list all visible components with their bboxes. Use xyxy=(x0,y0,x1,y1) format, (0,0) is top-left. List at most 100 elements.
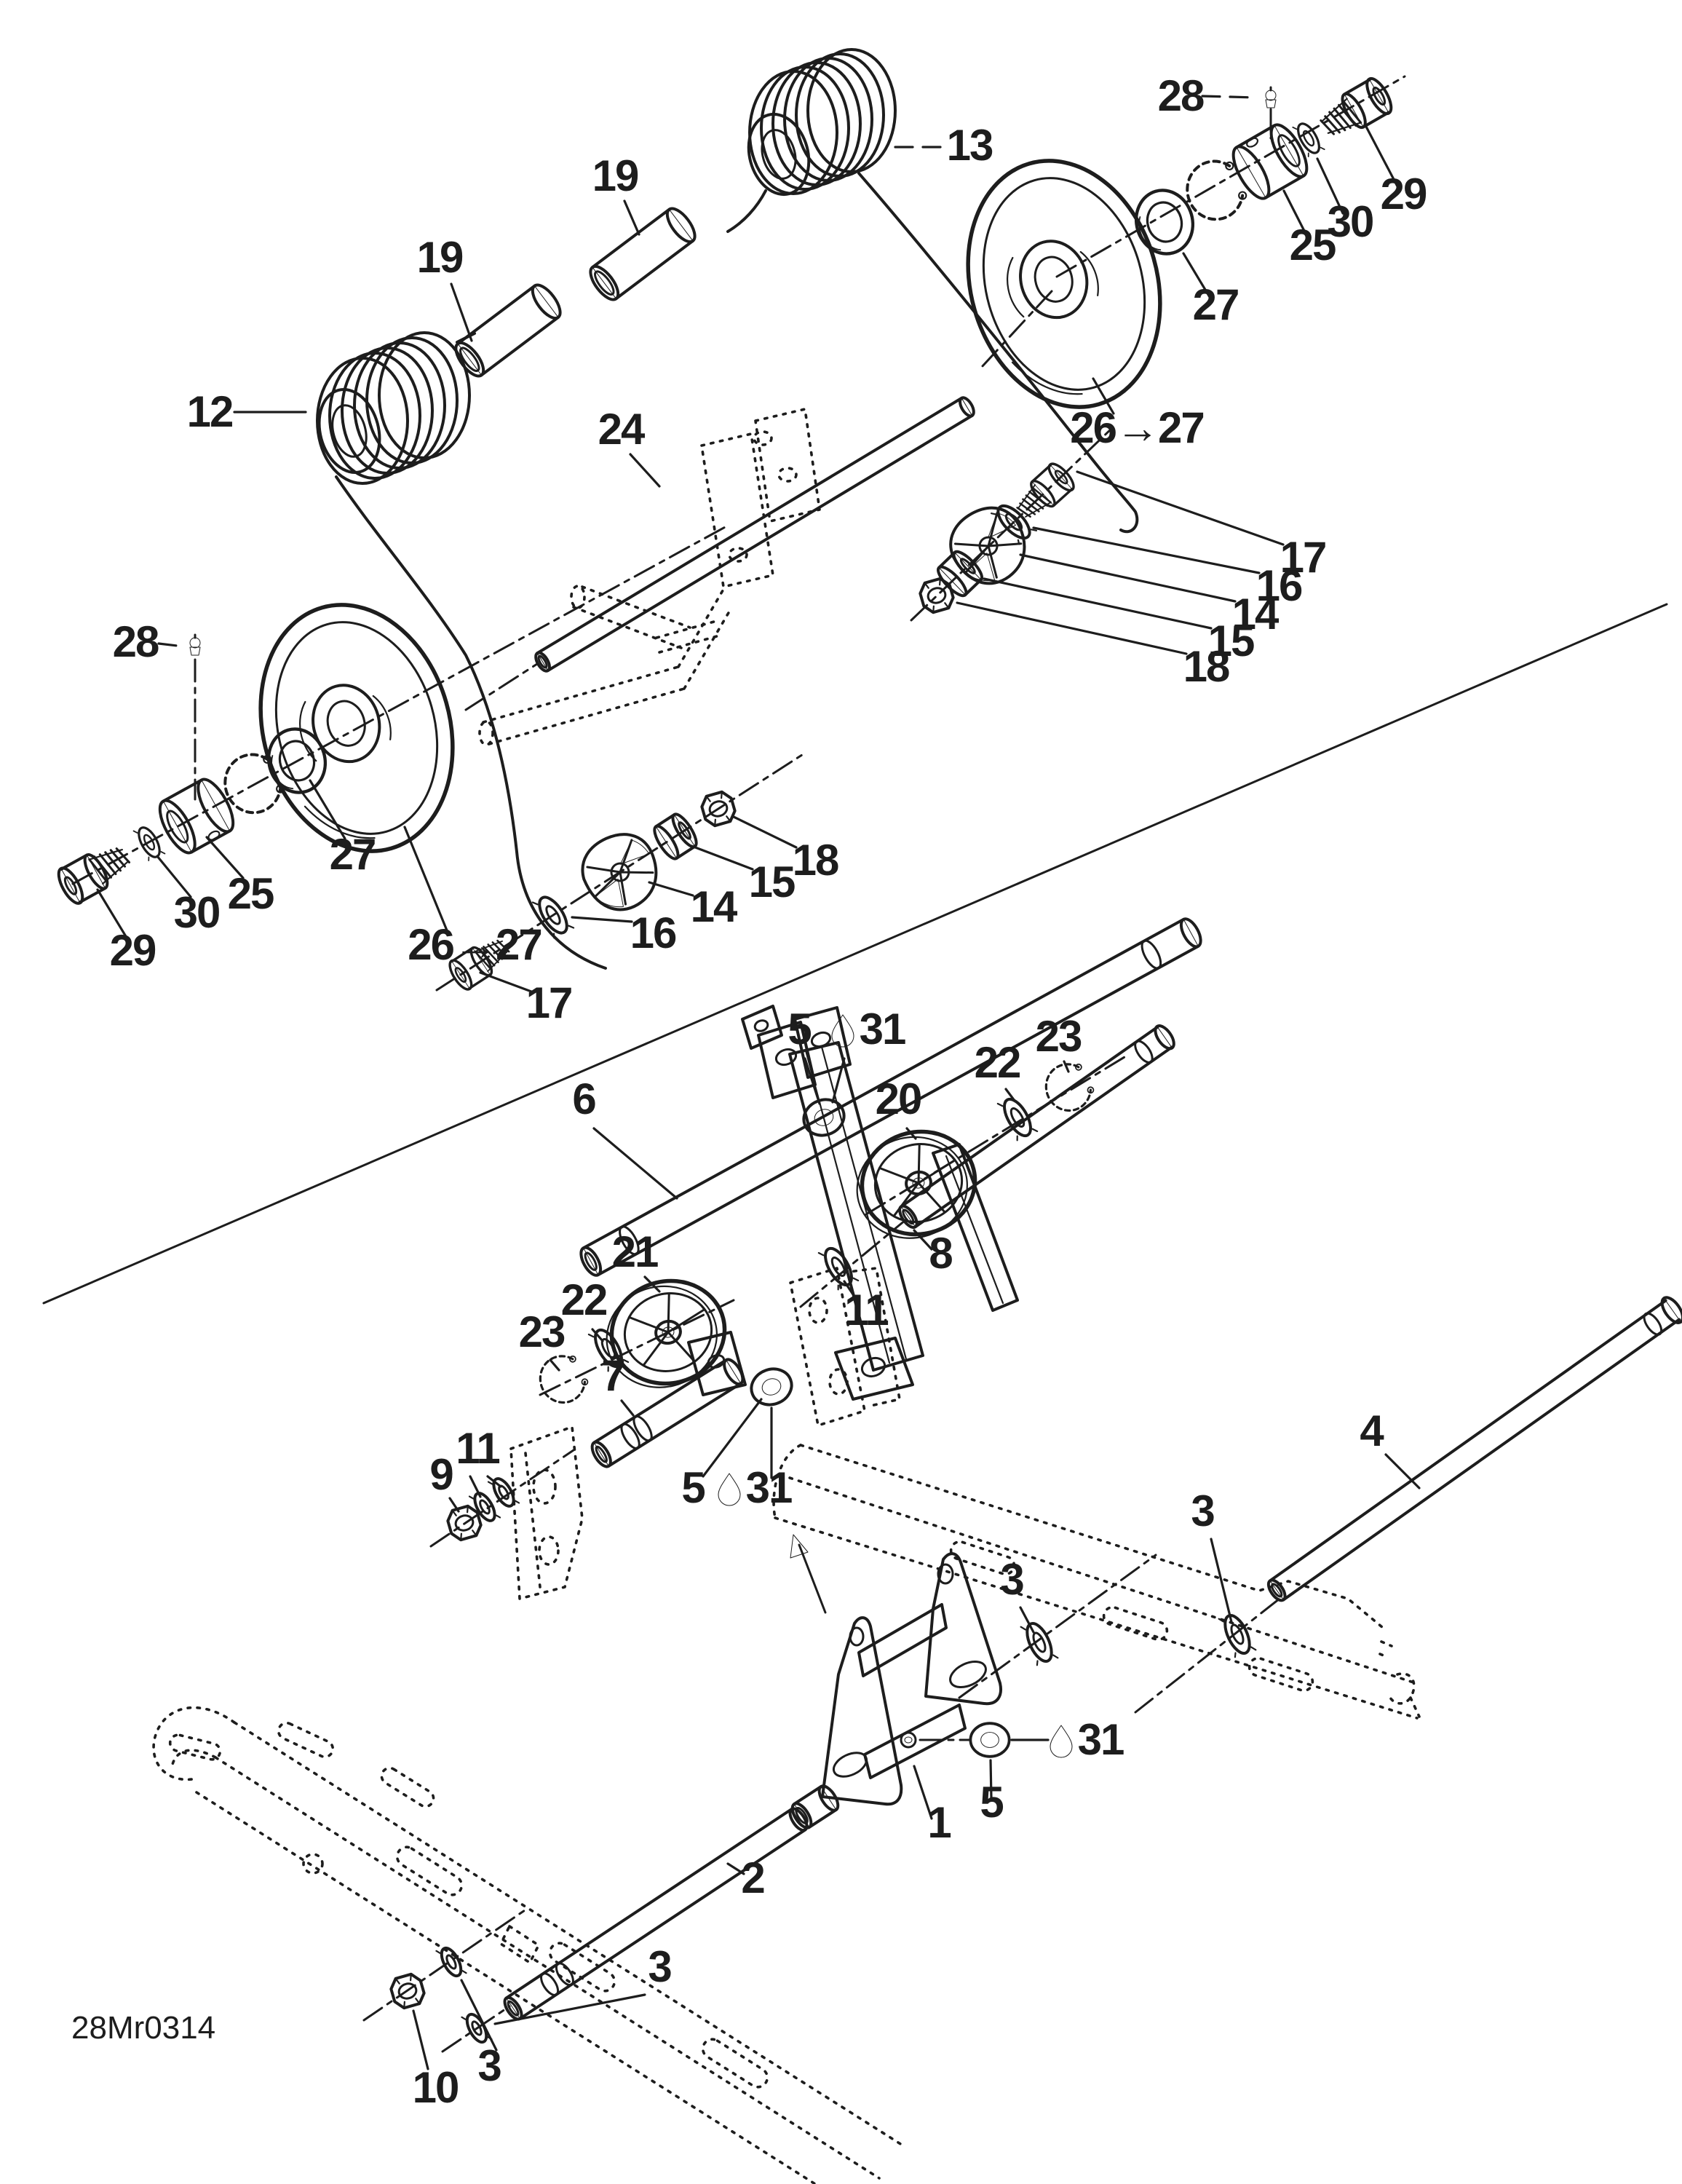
callout-15: 15 xyxy=(690,844,796,906)
front-arm-bracket xyxy=(790,1552,1002,1829)
callout-1: 1 xyxy=(913,1765,952,1847)
callout-29: 29 xyxy=(96,888,157,975)
callout-leader-line xyxy=(629,453,661,488)
part-number-label: 20 xyxy=(876,1075,921,1123)
part-number-label: 26→27 xyxy=(1070,403,1203,452)
part-number-label: 25 xyxy=(228,869,274,918)
part-number-label: 5 xyxy=(980,1778,1003,1827)
part-number-label: 11 xyxy=(844,1286,888,1334)
part-number-label: 29 xyxy=(1381,170,1427,218)
part-number-label: 28 xyxy=(1158,71,1204,120)
grease-fitting-left-icon xyxy=(189,633,202,657)
spacer-right xyxy=(1225,118,1315,205)
callout-leader-line xyxy=(843,1280,857,1300)
callout-leader-line xyxy=(96,888,128,939)
callout-leader-line xyxy=(549,1358,560,1372)
callout-leader-line xyxy=(1182,252,1211,298)
part-number-label: 1 xyxy=(927,1798,951,1847)
pivot-bushing-bottom xyxy=(745,1361,798,1412)
document-code: 28Mr0314 xyxy=(71,2010,215,2046)
callout-16: 16 xyxy=(1032,526,1304,610)
callout-8: 8 xyxy=(913,1229,953,1278)
callout-leader-line xyxy=(623,199,640,236)
callout-6: 6 xyxy=(572,1075,678,1200)
callout-leader-line xyxy=(905,1127,917,1140)
part-number-label: 25 xyxy=(1290,221,1336,269)
callout-22: 22 xyxy=(561,1275,608,1342)
callout-leader-line xyxy=(1063,1060,1070,1073)
callout-3: 3 xyxy=(493,1942,673,2025)
callout-leader-line xyxy=(309,779,346,840)
part-number-label: 4 xyxy=(1360,1406,1384,1455)
callout-leader-line xyxy=(460,1979,498,2052)
callout-leader-line xyxy=(1282,189,1309,238)
bearing-right xyxy=(1129,183,1200,261)
arm-wheel-upper-circlip xyxy=(1038,1056,1100,1118)
part-number-label: 18 xyxy=(793,836,838,885)
part-number-label: 17 xyxy=(526,978,572,1027)
callout-12: 12 xyxy=(187,387,307,436)
callout-leader-line xyxy=(403,826,448,932)
callout-23: 23 xyxy=(519,1307,566,1372)
callout-18: 18 xyxy=(732,815,840,885)
callout-leader-line xyxy=(412,2009,429,2070)
spring-sleeve-left xyxy=(454,283,562,378)
callout-leader-line xyxy=(156,855,192,898)
rocker-cam-left xyxy=(571,823,669,922)
callout-25: 25 xyxy=(1282,189,1337,269)
callout-30: 30 xyxy=(156,855,221,937)
callout-leader-line xyxy=(804,1057,821,1105)
callout-27: 27 xyxy=(309,779,376,879)
callout-13: 13 xyxy=(894,121,994,170)
callout-15: 15 xyxy=(983,577,1255,665)
callout-14: 14 xyxy=(648,881,739,931)
callout-18: 18 xyxy=(956,601,1231,691)
part-number-label: 28 xyxy=(113,617,159,666)
callout-10: 10 xyxy=(412,2009,459,2112)
part-number-label: 27 xyxy=(1193,280,1239,329)
callout-26→27: 26→27 xyxy=(403,826,543,969)
idler-wheel-right xyxy=(940,138,1189,430)
callout-17: 17 xyxy=(479,971,573,1027)
part-number-label: 26→27 xyxy=(408,920,541,969)
callout-2: 2 xyxy=(726,1853,766,1902)
callout-leader-line xyxy=(956,601,1188,655)
part-number-label: 18 xyxy=(1183,642,1229,691)
bolt-right xyxy=(1313,74,1397,146)
callout-leader-line xyxy=(831,1057,846,1104)
grease-fitting-right-icon xyxy=(1264,86,1277,109)
callout-5: 5 xyxy=(980,1759,1004,1827)
callout-27: 27 xyxy=(1182,252,1239,329)
direction-arrow-icon xyxy=(790,1534,827,1614)
callout-leader-line xyxy=(702,1398,763,1478)
part-number-label: 3 xyxy=(1191,1487,1214,1535)
part-number-label: 3 xyxy=(648,1942,671,1991)
callout-leader-line xyxy=(1201,95,1258,99)
part-number-label: 23 xyxy=(1036,1012,1082,1061)
callout-25: 25 xyxy=(205,836,275,918)
callout-leader-line xyxy=(648,881,694,897)
callout-leader-line xyxy=(620,1399,635,1417)
callout-23: 23 xyxy=(1036,1012,1083,1073)
grease-drop-icon xyxy=(1050,1725,1073,1758)
callout-leader-line xyxy=(450,282,473,342)
callout-11: 11 xyxy=(843,1280,889,1334)
assembly-axis-lines xyxy=(71,75,1406,2053)
callout-leader-line xyxy=(1316,157,1344,215)
part-number-label: 3 xyxy=(1000,1555,1023,1604)
callout-22: 22 xyxy=(975,1038,1021,1102)
callout-19: 19 xyxy=(417,233,473,342)
callout-leader-line xyxy=(1019,553,1237,603)
part-number-label: 21 xyxy=(612,1227,658,1276)
lower-rod-4 xyxy=(1266,1296,1682,1602)
grease-drop-icon xyxy=(718,1473,741,1506)
callout-7: 7 xyxy=(601,1351,635,1417)
callout-leader-line xyxy=(1364,124,1399,188)
part-number-label: 6 xyxy=(572,1075,595,1123)
part-number-label: 24 xyxy=(598,405,646,454)
part-number-label: 23 xyxy=(519,1307,565,1356)
callout-leader-line xyxy=(1032,526,1261,574)
callout-leader-line xyxy=(1004,1088,1016,1102)
part-number-label: 19 xyxy=(592,151,638,200)
part-number-label: 19 xyxy=(417,233,463,282)
